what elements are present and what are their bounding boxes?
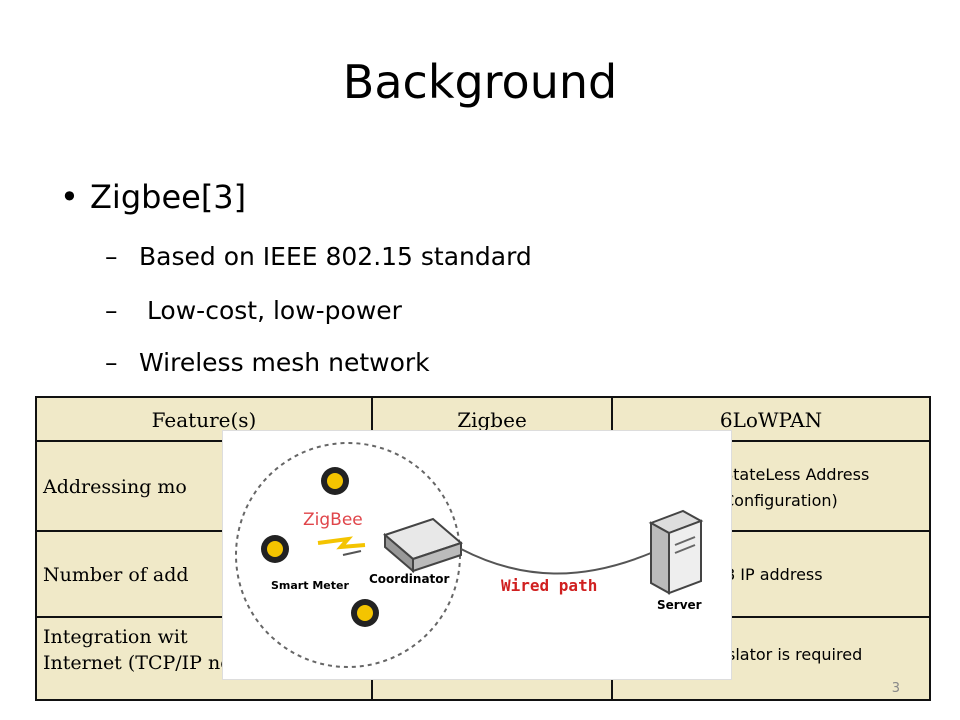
sub-bullet-text: Based on IEEE 802.15 standard [139,242,532,271]
wired-path-line [460,548,652,575]
smart-meter-icon [351,599,379,627]
sub-bullet-2: – Low-cost, low-power [105,296,402,325]
sub-bullet-3: –Wireless mesh network [105,348,430,377]
sub-bullet-1: –Based on IEEE 802.15 standard [105,242,532,271]
wireless-link-icon [317,536,366,550]
dash: – [105,242,118,271]
sub-bullet-text: Wireless mesh network [139,348,430,377]
sub-bullet-text: Low-cost, low-power [139,296,402,325]
bullet-dot: • [60,178,79,216]
smart-meter-label: Smart Meter [271,579,349,592]
page-number: 3 [891,681,900,696]
coordinator-label: Coordinator [369,572,450,586]
slide-title: Background [342,55,618,109]
dash: – [105,296,118,325]
server-icon [648,509,704,595]
dashed-link [342,550,362,556]
smart-meter-icon [321,467,349,495]
network-diagram-svg: ZigBee Smart Meter Coordinator Wired pat… [235,442,704,668]
dash: – [105,348,118,377]
bullet-text: Zigbee[3] [90,178,247,216]
smart-meter-icon [261,535,289,563]
network-diagram: ZigBee Smart Meter Coordinator Wired pat… [222,430,732,680]
zigbee-label: ZigBee [303,510,363,530]
server-label: Server [657,598,702,612]
wired-path-label: Wired path [501,576,597,595]
coordinator-icon [383,517,463,574]
bullet-zigbee: • Zigbee[3] [60,178,246,216]
